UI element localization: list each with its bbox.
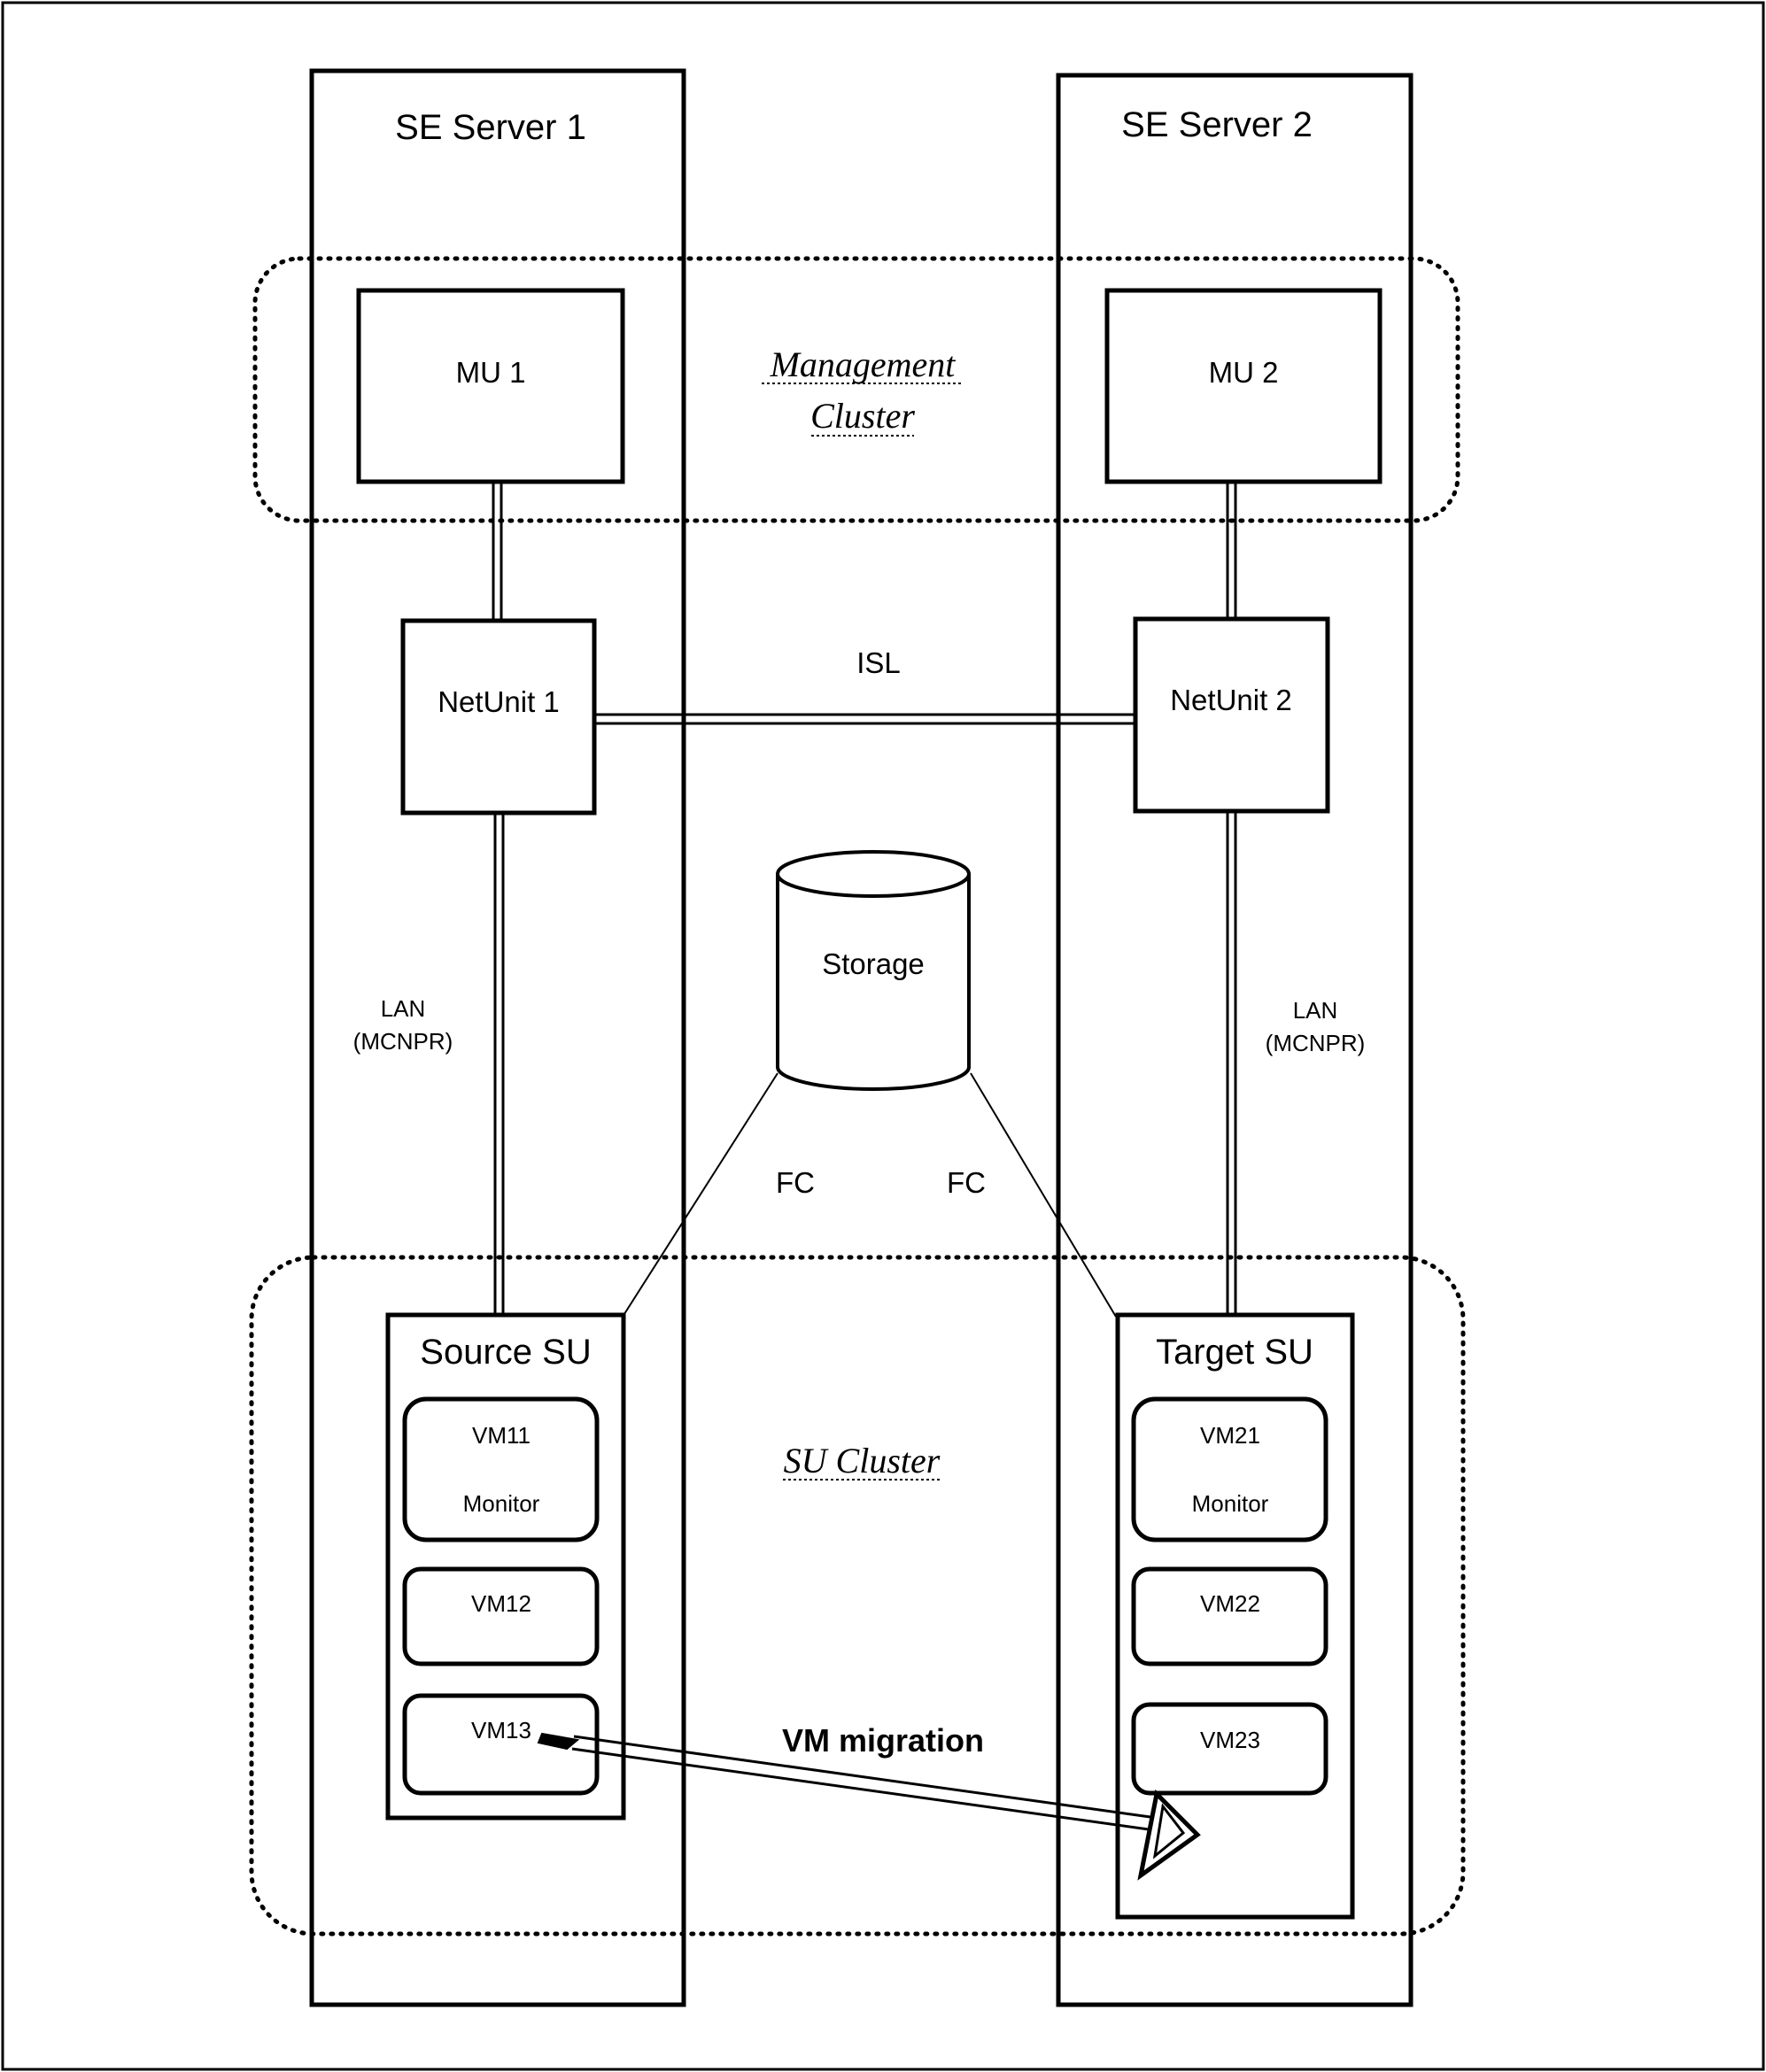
lan-2-label-1: LAN [1293,997,1338,1024]
mu-2-box [1104,288,1383,484]
fc-link-target [970,1072,1117,1318]
vm11-name: VM11 [472,1422,531,1449]
netunit-1-box [400,618,597,816]
server-2-box [1056,73,1414,2007]
vm-migration-label: VM migration [782,1722,984,1759]
vm11-box [402,1396,600,1542]
mu-2-label: MU 2 [1209,356,1279,389]
mu-1-box [356,288,625,484]
netunit-1-label: NetUnit 1 [438,685,560,718]
vm12-box [402,1566,600,1666]
mu-1-label: MU 1 [456,356,526,389]
fc-label-source: FC [776,1166,815,1199]
management-cluster-label-1: Management [770,344,957,384]
vm12-name: VM12 [471,1590,531,1617]
vm22-box [1131,1566,1328,1666]
netunit-2-label: NetUnit 2 [1170,684,1292,716]
vm22-name: VM22 [1200,1590,1260,1617]
su-cluster-label: SU Cluster [784,1441,941,1481]
isl-label: ISL [856,646,901,679]
source-su-label: Source SU [420,1333,591,1372]
fc-label-target: FC [947,1166,986,1199]
lan-2-label-2: (MCNPR) [1266,1030,1366,1056]
su-cluster-boundary [249,1255,1466,1937]
server-1-box [309,68,686,2007]
vm13-box [402,1693,600,1796]
management-cluster-boundary [252,256,1460,523]
vm23-name: VM23 [1200,1727,1260,1753]
vm23-box [1131,1702,1328,1796]
target-su-label: Target SU [1156,1333,1313,1372]
vm13-name: VM13 [471,1717,531,1743]
lan-1-label-1: LAN [381,995,426,1022]
lan-1-label-2: (MCNPR) [353,1028,453,1055]
vm11-role: Monitor [463,1490,540,1517]
vm21-name: VM21 [1200,1422,1260,1449]
server-1-label: SE Server 1 [395,108,586,147]
fc-link-source [622,1072,778,1318]
vm21-box [1131,1396,1328,1542]
management-cluster-label-2: Cluster [810,396,915,436]
vm21-role: Monitor [1192,1490,1269,1517]
storage-label: Storage [822,947,925,980]
storage-cylinder [776,850,971,1091]
migration-arrow [537,1732,1201,1881]
server-2-label: SE Server 2 [1121,105,1313,144]
